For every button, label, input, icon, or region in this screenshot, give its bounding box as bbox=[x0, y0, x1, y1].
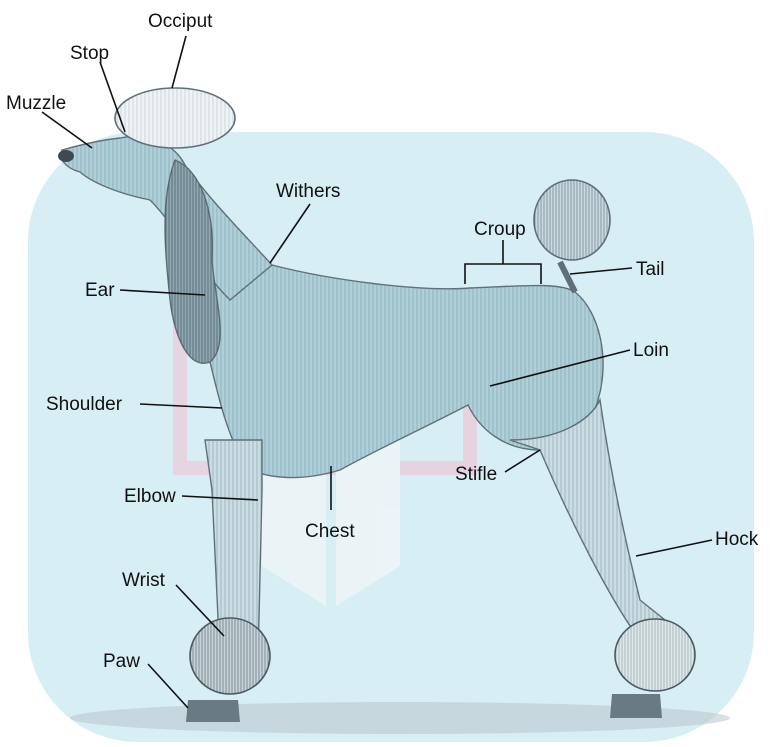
label-croup: Croup bbox=[474, 219, 526, 240]
label-tail: Tail bbox=[636, 259, 665, 280]
label-shoulder: Shoulder bbox=[46, 394, 123, 415]
label-stop: Stop bbox=[70, 43, 109, 64]
label-stifle: Stifle bbox=[455, 464, 497, 485]
label-chest: Chest bbox=[305, 521, 355, 542]
label-loin: Loin bbox=[633, 340, 669, 361]
label-withers: Withers bbox=[276, 181, 340, 202]
label-paw: Paw bbox=[103, 651, 140, 672]
leader-occiput bbox=[172, 36, 186, 88]
label-occiput: Occiput bbox=[148, 11, 213, 32]
leader-muzzle bbox=[42, 112, 92, 148]
label-ear: Ear bbox=[85, 280, 115, 301]
label-wrist: Wrist bbox=[122, 570, 166, 591]
label-muzzle: Muzzle bbox=[6, 93, 66, 114]
label-elbow: Elbow bbox=[124, 486, 176, 507]
leader-stop bbox=[100, 62, 125, 132]
label-hock: Hock bbox=[715, 529, 759, 550]
